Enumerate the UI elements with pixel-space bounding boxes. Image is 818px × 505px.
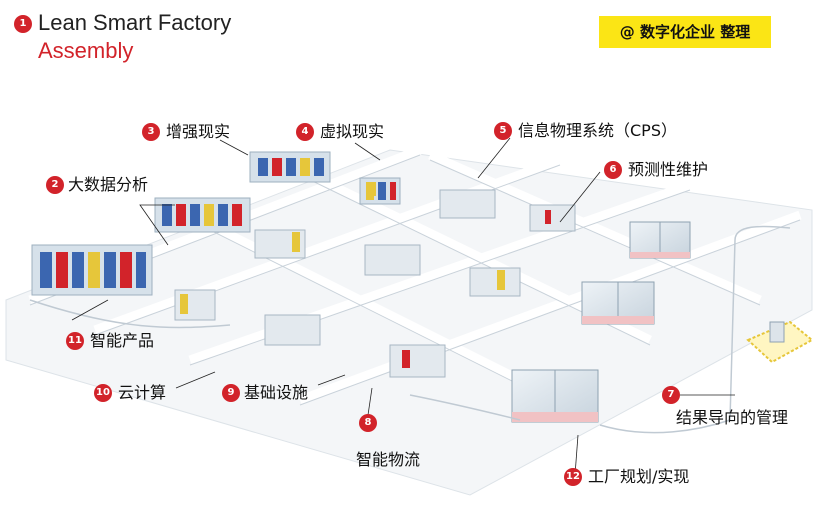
callout-label-cloud-computing: 云计算 <box>118 383 167 402</box>
callout-number-2: 2 <box>46 176 64 194</box>
shelving-cluster-vr <box>359 177 401 205</box>
callout-number-11: 11 <box>66 332 84 350</box>
shelving-cluster-bigdata <box>154 197 251 233</box>
callout-number-7: 7 <box>662 386 680 404</box>
callout-label-smart-logistics: 智能物流 <box>356 450 421 469</box>
callout-number-3: 3 <box>142 123 160 141</box>
callout-number-10: 10 <box>94 384 112 402</box>
callout-number-8: 8 <box>359 414 377 432</box>
callout-number-12: 12 <box>564 468 582 486</box>
callout-label-smart-products: 智能产品 <box>90 331 155 350</box>
callout-number-5: 5 <box>494 122 512 140</box>
callout-number-4: 4 <box>296 123 314 141</box>
callout-label-factory-planning: 工厂规划/实现 <box>588 467 690 486</box>
workstation-red-parts <box>402 210 551 368</box>
workstation-highlights <box>180 182 505 314</box>
callout-number-6: 6 <box>604 161 622 179</box>
callout-label-augmented-reality: 增强现实 <box>166 122 231 141</box>
management-pad <box>746 320 814 364</box>
page-subtitle: Assembly <box>38 38 134 63</box>
title-marker-badge: 1 <box>14 15 32 33</box>
callout-label-virtual-reality: 虚拟现实 <box>320 122 385 141</box>
callout-number-9: 9 <box>222 384 240 402</box>
shelving-cluster-product <box>31 244 153 296</box>
callout-label-infrastructure: 基础设施 <box>244 383 309 402</box>
planning-cabins <box>511 221 691 423</box>
callout-label-result-oriented-management: 结果导向的管理 <box>676 408 789 427</box>
shelving-cluster-ar <box>249 151 331 183</box>
callout-label-predictive-maintenance: 预测性维护 <box>628 160 709 179</box>
page-title: Lean Smart Factory <box>38 10 232 35</box>
leader-lines <box>71 137 735 476</box>
callout-label-cps: 信息物理系统（CPS） <box>518 121 677 140</box>
transport-track <box>29 225 791 434</box>
callout-label-big-data: 大数据分析 <box>68 175 149 194</box>
source-badge: @ 数字化企业 整理 <box>599 16 771 48</box>
workstations <box>174 189 576 378</box>
